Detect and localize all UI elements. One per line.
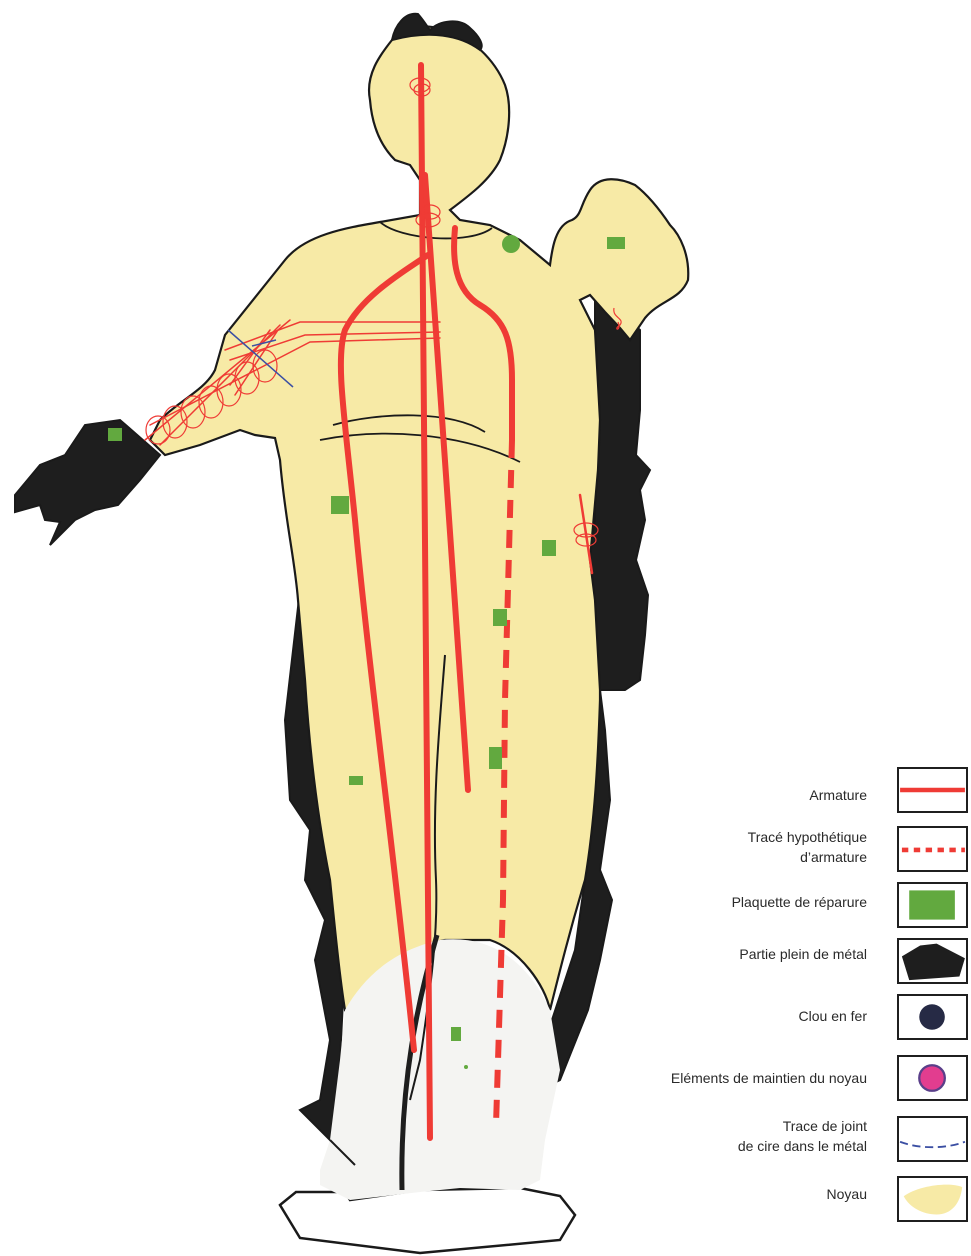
legend-text: Plaquette de réparure (567, 892, 867, 912)
legend-label-nail: Clou en fer (567, 1006, 867, 1026)
repair-patch (493, 609, 507, 626)
blue-dashed-curve-icon (899, 1118, 966, 1160)
core-holder-dot (464, 1065, 468, 1069)
repair-patch (349, 776, 363, 785)
legend-text: de cire dans le métal (567, 1136, 867, 1156)
legend-swatch-wax (897, 1116, 968, 1162)
legend-text: Partie plein de métal (567, 944, 867, 964)
legend-swatch-armature (897, 767, 968, 813)
repair-patch (542, 540, 556, 556)
legend-swatch-hypothetical (897, 826, 968, 872)
legend-label-core: Noyau (567, 1184, 867, 1204)
legend-label-holder: Eléments de maintien du noyau (507, 1068, 867, 1088)
legend-text: Noyau (567, 1184, 867, 1204)
statue-base (280, 1188, 575, 1253)
dashed-line-icon (899, 828, 966, 870)
solid-line-icon (899, 769, 966, 811)
repair-patch (331, 496, 349, 514)
legend-text: Armature (567, 785, 867, 805)
green-square-icon (899, 884, 966, 926)
dark-circle-icon (899, 996, 966, 1038)
repair-patch (489, 747, 502, 769)
pink-circle-icon (899, 1057, 966, 1099)
core-holder-element (502, 235, 520, 253)
legend-label-solid: Partie plein de métal (567, 944, 867, 964)
legend-swatch-core (897, 1176, 968, 1222)
legend-label-wax: Trace de joint de cire dans le métal (567, 1116, 867, 1156)
repair-patch (108, 428, 122, 441)
legend-swatch-solid (897, 938, 968, 984)
legend-text: Eléments de maintien du noyau (507, 1068, 867, 1088)
legend-label-armature: Armature (567, 785, 867, 805)
legend-text: Trace de joint (567, 1116, 867, 1136)
legend-text: Clou en fer (567, 1006, 867, 1026)
repair-patch (607, 237, 625, 249)
legend-swatch-nail (897, 994, 968, 1040)
legend-swatch-holder (897, 1055, 968, 1101)
legend-label-hypothetical: Tracé hypothétique d’armature (567, 827, 867, 867)
legend-text: d’armature (567, 847, 867, 867)
black-shape-icon (899, 940, 966, 982)
legend-swatch-repair (897, 882, 968, 928)
repair-patch (451, 1027, 461, 1041)
solid-metal-hand (15, 420, 160, 545)
legend-label-repair: Plaquette de réparure (567, 892, 867, 912)
yellow-blob-icon (899, 1178, 966, 1220)
legend-text: Tracé hypothétique (567, 827, 867, 847)
